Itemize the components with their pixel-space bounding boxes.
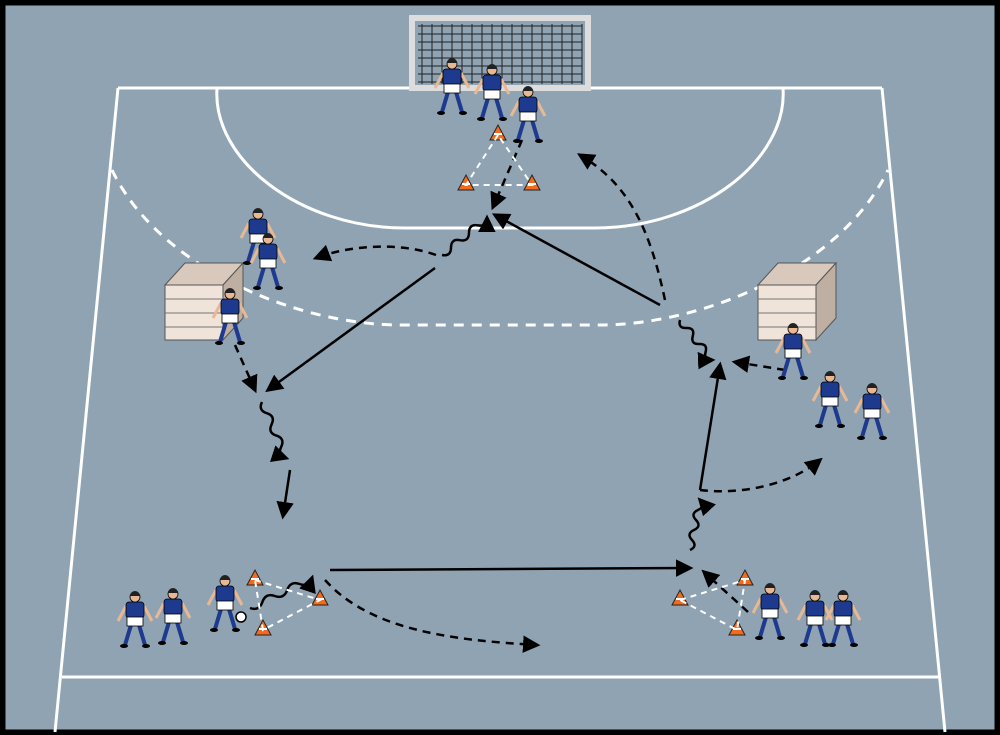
free-throw-line (110, 169, 890, 327)
pass-arrow (329, 559, 694, 577)
player (853, 383, 891, 440)
dribble-arrow (688, 497, 716, 552)
dribble-arrow (249, 574, 316, 611)
player (796, 590, 834, 647)
player (509, 86, 547, 143)
run-arrow (731, 355, 786, 373)
player (211, 288, 249, 345)
cone-triangle (677, 578, 747, 632)
dribble-arrow (678, 319, 716, 370)
ball (235, 611, 247, 623)
run-arrow (312, 244, 437, 262)
dribble-arrow (441, 214, 496, 257)
run-arrow (490, 139, 524, 211)
run-arrow (699, 457, 823, 493)
player (154, 588, 192, 645)
side-lines (53, 87, 947, 733)
run-arrow (324, 579, 541, 653)
cone-triangle (464, 133, 534, 186)
vaulting-box (756, 261, 838, 342)
player (206, 575, 244, 632)
player (824, 590, 862, 647)
pass-arrow (491, 213, 661, 307)
dribble-arrow (259, 401, 290, 463)
run-arrow (701, 569, 749, 613)
cone-triangle (253, 578, 323, 632)
player (433, 58, 471, 115)
player (473, 64, 511, 121)
pass-arrow (276, 469, 294, 520)
pass-arrow (265, 266, 436, 393)
player (811, 371, 849, 428)
player (249, 233, 287, 290)
player (116, 591, 154, 648)
player (774, 323, 812, 380)
pass-arrow (698, 361, 727, 491)
player (751, 583, 789, 640)
cone (489, 123, 507, 141)
